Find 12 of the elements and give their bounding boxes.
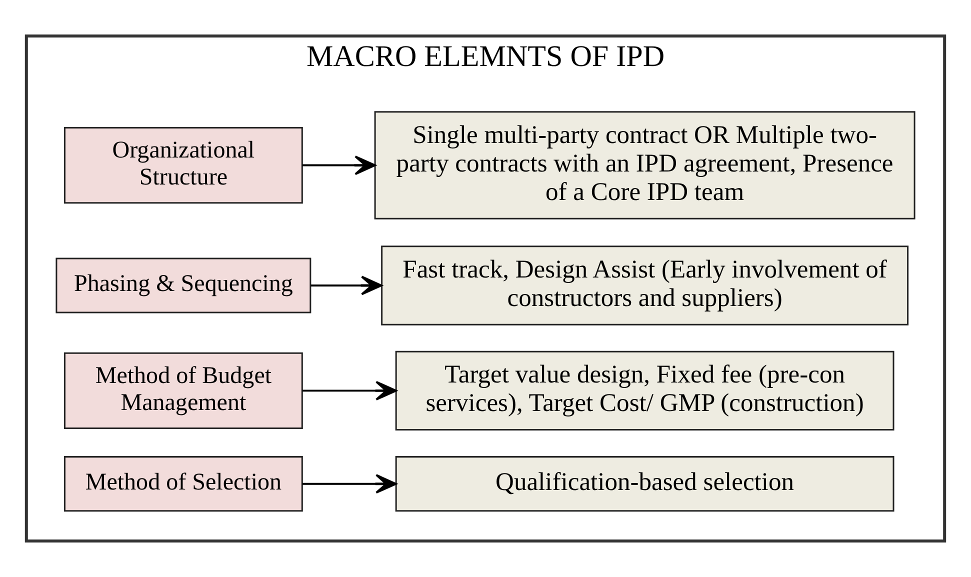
arrow [310, 276, 382, 296]
node-box: Phasing & Sequencing [56, 258, 312, 314]
node-box: Target value design, Fixed fee (pre-con services), Target Cost/ GMP (construction) [395, 350, 894, 431]
node-box: Fast track, Design Assist (Early involvement of constructors and suppliers) [381, 246, 909, 326]
arrow [302, 380, 397, 400]
node-box: Single multi-party contract OR Multiple two-party contracts with an IPD agreement, Presence of a Core IPD team [374, 111, 916, 220]
node-box: Qualification-based selection [395, 456, 894, 512]
node-box: Method of Budget Management [64, 352, 303, 430]
arrow [302, 156, 376, 176]
arrow [302, 474, 397, 494]
node-box: Organizational Structure [64, 126, 303, 204]
node-box: Method of Selection [64, 456, 303, 512]
